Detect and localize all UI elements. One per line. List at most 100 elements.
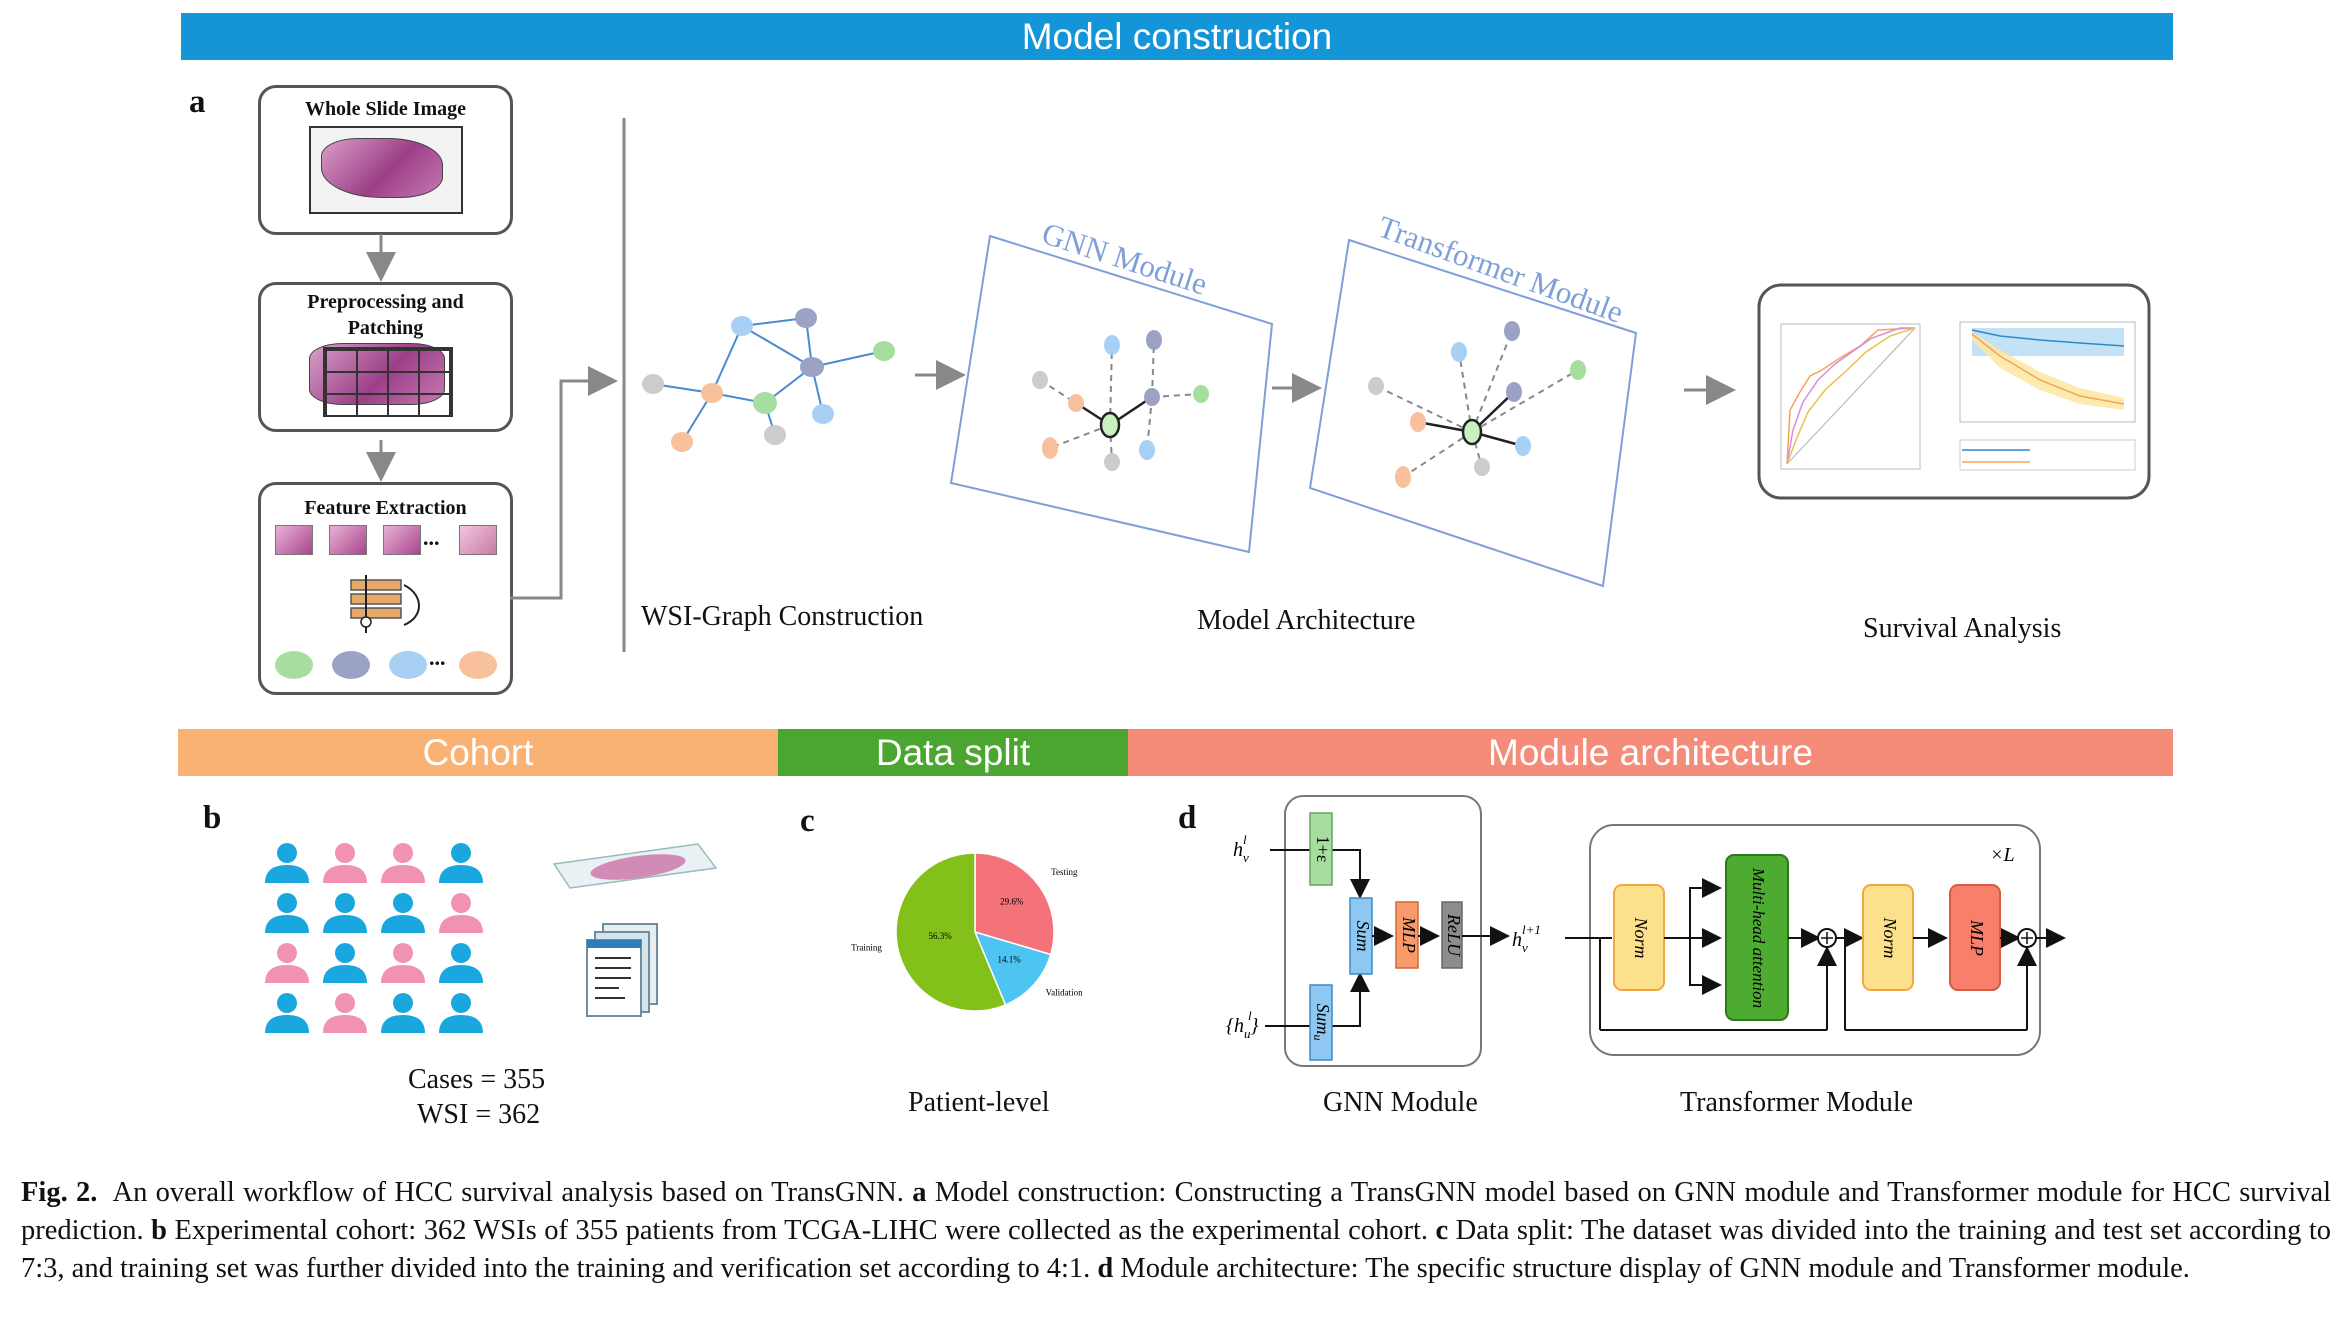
patient-icon	[381, 993, 425, 1033]
feature-extraction-title: Feature Extraction	[304, 497, 467, 519]
pie-slice-training	[895, 852, 1007, 1012]
gnn-output-h: h	[1512, 929, 1522, 951]
banner-cohort-text: Cohort	[422, 731, 534, 773]
patient-icon	[439, 993, 483, 1033]
preprocessing-box: Preprocessing and Patching	[258, 282, 513, 432]
transformer-module-frame	[1308, 238, 1638, 588]
feature-node-blue	[389, 651, 427, 679]
banner-module-architecture: Module architecture	[1128, 729, 2173, 776]
patch-grid	[323, 347, 453, 417]
patient-icon	[381, 943, 425, 983]
figure-caption: Fig. 2. An overall workflow of HCC survi…	[21, 1174, 2331, 1288]
feature-node-purple	[332, 651, 370, 679]
cases-count-label: Cases = 355	[408, 1064, 546, 1095]
gnn-input-hv-sup: l	[1243, 832, 1247, 847]
wsi-tissue-image	[321, 138, 443, 198]
banner-data-split-text: Data split	[875, 731, 1031, 773]
pie-slice-value-label: 29.6%	[1000, 897, 1024, 907]
gnn-module-frame	[949, 234, 1274, 554]
wsi-count-label: WSI = 362	[417, 1099, 541, 1130]
banner-model-construction: Model construction	[181, 13, 2173, 60]
km-curve-thumbnail	[1959, 321, 2136, 471]
panel-letter-c: c	[800, 803, 815, 839]
transformer-norm-label-2: Norm	[1880, 916, 1900, 958]
patient-icon	[439, 943, 483, 983]
feature-tile-3	[383, 525, 421, 555]
banner-module-architecture-text: Module architecture	[1488, 731, 1813, 773]
pie-slice-category-label: Validation	[1046, 987, 1083, 997]
svg-text:hv: hv	[1512, 929, 1528, 955]
patient-icon	[323, 943, 367, 983]
graph-construction-label: WSI-Graph Construction	[641, 601, 924, 632]
sum-u-label: Sum	[1313, 1004, 1333, 1035]
svg-text:Sumu: Sumu	[1311, 1004, 1333, 1041]
gnn-output-h-sup: l+1	[1522, 922, 1541, 937]
caption-intro: An overall workflow of HCC survival anal…	[112, 1177, 904, 1208]
patient-icon	[323, 843, 367, 883]
gnn-input-hu-sub: u	[1244, 1026, 1251, 1041]
feature-nodes-ellipsis: ...	[429, 645, 446, 670]
patient-icon	[265, 843, 309, 883]
svg-text:hv: hv	[1233, 839, 1249, 865]
document-stack-icon	[586, 923, 658, 1017]
patient-icon	[439, 893, 483, 933]
feature-tile-4	[459, 525, 497, 555]
patient-icon	[381, 893, 425, 933]
preprocessing-title: Preprocessing and Patching	[307, 291, 464, 339]
one-plus-eps-label: 1+ε	[1313, 836, 1333, 863]
pie-slice-validation	[973, 930, 1052, 1006]
patient-level-label: Patient-level	[908, 1087, 1050, 1118]
patient-icon	[323, 993, 367, 1033]
glass-slide-icon	[552, 843, 718, 889]
banner-model-construction-text: Model construction	[1021, 15, 1333, 57]
gnn-input-hu-close: }	[1251, 1015, 1259, 1037]
svg-text:{hu}: {hu}	[1226, 1015, 1259, 1041]
gnn-input-hv-sub: v	[1243, 850, 1249, 865]
caption-text-a: Model construction: Constructing a Trans…	[21, 1177, 2332, 1246]
gnn-input-hv: h	[1233, 839, 1243, 861]
wsi-graph-nodes	[642, 308, 895, 452]
gnn-module-graph	[1032, 330, 1209, 471]
caption-letter-a: a	[912, 1177, 927, 1208]
panel-letter-a: a	[189, 84, 206, 120]
transformer-module-label: Transformer Module	[1680, 1087, 1914, 1118]
transformer-module-graph	[1368, 321, 1586, 488]
panel-a-diagram: GNN Module Transformer Module	[366, 118, 2151, 652]
module-architecture-diagram: hv l {hu} l 1+ε Sumu Sum MLP ReLU hv l+1…	[1226, 795, 2066, 1067]
roc-curve-thumbnail	[1780, 323, 1921, 470]
panel-letter-d: d	[1178, 800, 1197, 836]
feature-node-orange	[459, 651, 497, 679]
caption-text-c: Data split: The dataset was divided into…	[21, 1215, 2332, 1284]
patient-icon	[323, 893, 367, 933]
patient-icon	[439, 843, 483, 883]
gnn-input-hu-sup: l	[1248, 1008, 1252, 1023]
feature-extraction-box: Feature Extraction ... ...	[258, 482, 513, 695]
patient-icon	[265, 893, 309, 933]
transformer-mlp-label: MLP	[1967, 919, 1987, 956]
panel-letter-b: b	[203, 800, 222, 836]
feature-tiles-ellipsis: ...	[423, 525, 440, 550]
gnn-input-hu: {h	[1226, 1015, 1244, 1037]
patient-icon	[381, 843, 425, 883]
patient-icons-grid	[265, 843, 483, 1033]
pie-slice-testing	[974, 852, 1055, 956]
gnn-module-label: GNN Module	[1323, 1087, 1478, 1118]
feature-extractor-icon	[350, 575, 420, 633]
banner-cohort: Cohort	[178, 729, 778, 776]
caption-fig-number: Fig. 2.	[21, 1177, 98, 1208]
caption-letter-d: d	[1097, 1253, 1114, 1284]
patient-icon	[265, 943, 309, 983]
multi-head-attention-label: Multi-head attention	[1749, 867, 1768, 1008]
wsi-graph	[652, 317, 885, 443]
sum-label: Sum	[1353, 921, 1373, 952]
relu-label: ReLU	[1444, 913, 1464, 957]
pie-slice-value-label: 56.3%	[929, 931, 953, 941]
feature-node-green	[275, 651, 313, 679]
feature-tile-2	[329, 525, 367, 555]
arrow-feature-to-graph	[510, 366, 618, 600]
model-architecture-label: Model Architecture	[1197, 605, 1416, 636]
patient-icon	[265, 993, 309, 1033]
pie-slice-value-label: 14.1%	[997, 955, 1021, 965]
pie-slice-category-label: Testing	[1051, 867, 1078, 877]
